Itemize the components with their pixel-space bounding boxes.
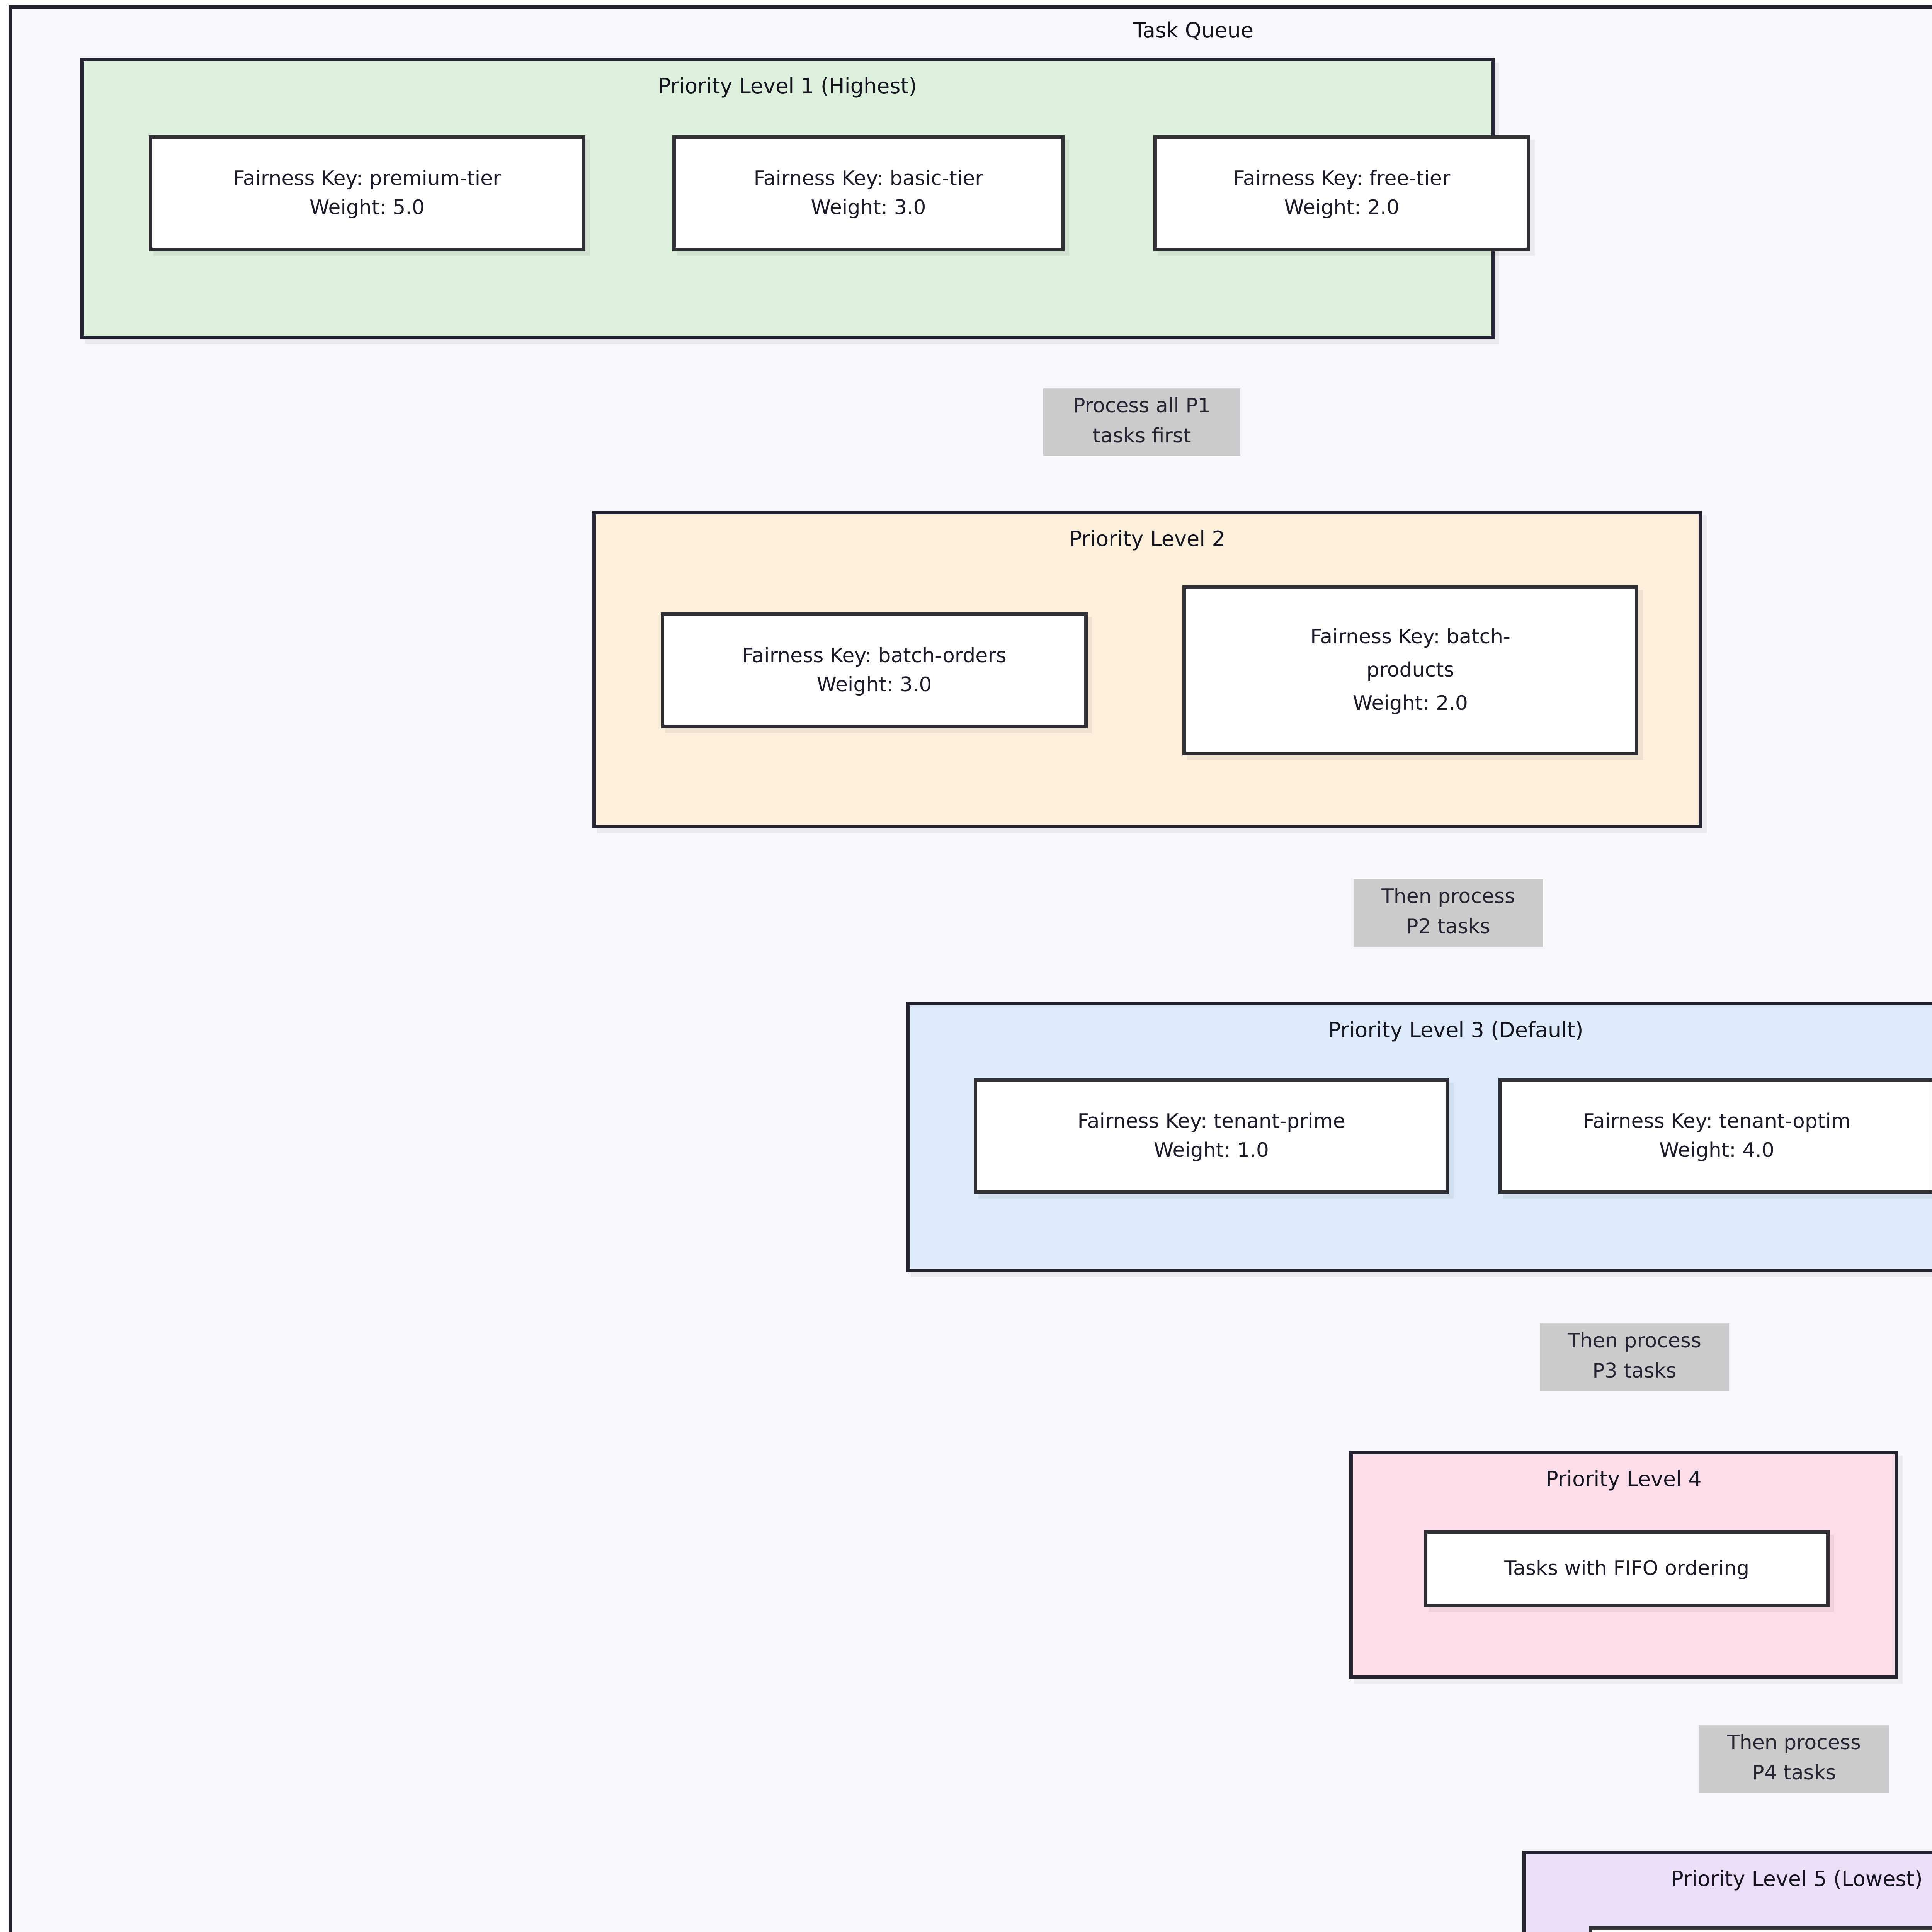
node-fairness-batch-orders-key: Fairness Key: batch-orders	[742, 644, 1007, 667]
node-p4-fifo-tasks-label: Tasks with FIFO ordering	[1504, 1557, 1750, 1580]
node-fairness-premium-tier[interactable]: Fairness Key: premium-tier Weight: 5.0	[149, 135, 585, 251]
edge-label-p2-to-p3: Then process P2 tasks	[1354, 879, 1543, 947]
node-fairness-batch-products-key: Fairness Key: batch-products	[1310, 625, 1510, 682]
cluster-task-queue-title: Task Queue	[1133, 18, 1254, 43]
edge-label-p1-to-p2-line2: tasks first	[1092, 424, 1191, 447]
edge-label-p3-to-p4: Then process P3 tasks	[1540, 1323, 1729, 1391]
edge-label-p3-to-p4-line2: P3 tasks	[1592, 1359, 1677, 1383]
node-fairness-tenant-optim[interactable]: Fairness Key: tenant-optim Weight: 4.0	[1498, 1078, 1932, 1194]
edge-label-p1-to-p2: Process all P1 tasks first	[1043, 388, 1240, 456]
cluster-priority-level-5[interactable]: Priority Level 5 (Lowest)	[1522, 1851, 1932, 1932]
cluster-priority-level-5-title: Priority Level 5 (Lowest)	[1671, 1867, 1923, 1891]
node-fairness-tenant-prime-weight: Weight: 1.0	[1154, 1139, 1269, 1162]
node-fairness-free-tier-key: Fairness Key: free-tier	[1233, 167, 1451, 190]
cluster-priority-level-2-title: Priority Level 2	[1069, 527, 1225, 551]
edge-label-p1-to-p2-line1: Process all P1	[1073, 394, 1211, 417]
node-p4-fifo-tasks[interactable]: Tasks with FIFO ordering	[1424, 1530, 1830, 1607]
edge-label-p2-to-p3-line1: Then process	[1381, 885, 1515, 908]
edge-label-p4-to-p5-line2: P4 tasks	[1752, 1761, 1836, 1784]
edge-label-p3-to-p4-line1: Then process	[1567, 1329, 1702, 1352]
node-fairness-free-tier-weight: Weight: 2.0	[1284, 196, 1400, 219]
node-fairness-basic-tier[interactable]: Fairness Key: basic-tier Weight: 3.0	[672, 135, 1065, 251]
node-fairness-free-tier[interactable]: Fairness Key: free-tier Weight: 2.0	[1153, 135, 1530, 251]
node-fairness-batch-orders-weight: Weight: 3.0	[816, 673, 932, 696]
node-p5-fifo-tasks[interactable]: Tasks with FIFO ordering	[1589, 1926, 1932, 1932]
edge-label-p2-to-p3-line2: P2 tasks	[1406, 915, 1490, 938]
node-fairness-premium-tier-weight: Weight: 5.0	[310, 196, 425, 219]
node-fairness-basic-tier-key: Fairness Key: basic-tier	[753, 167, 983, 190]
edge-label-p4-to-p5-line1: Then process	[1727, 1731, 1861, 1754]
node-fairness-basic-tier-weight: Weight: 3.0	[811, 196, 926, 219]
edge-label-p4-to-p5: Then process P4 tasks	[1699, 1725, 1889, 1793]
cluster-priority-level-3-title: Priority Level 3 (Default)	[1328, 1018, 1583, 1042]
node-fairness-tenant-prime[interactable]: Fairness Key: tenant-prime Weight: 1.0	[974, 1078, 1449, 1194]
node-fairness-tenant-prime-key: Fairness Key: tenant-prime	[1077, 1109, 1345, 1133]
node-fairness-premium-tier-key: Fairness Key: premium-tier	[233, 167, 501, 190]
node-fairness-batch-orders[interactable]: Fairness Key: batch-orders Weight: 3.0	[661, 612, 1088, 728]
node-fairness-batch-products[interactable]: Fairness Key: batch-products Weight: 2.0	[1182, 585, 1638, 755]
node-fairness-batch-products-weight: Weight: 2.0	[1353, 691, 1468, 715]
cluster-priority-level-4-title: Priority Level 4	[1546, 1467, 1702, 1491]
node-fairness-tenant-optim-key: Fairness Key: tenant-optim	[1583, 1109, 1851, 1133]
node-fairness-tenant-optim-weight: Weight: 4.0	[1659, 1139, 1774, 1162]
cluster-priority-level-1-title: Priority Level 1 (Highest)	[658, 74, 917, 98]
